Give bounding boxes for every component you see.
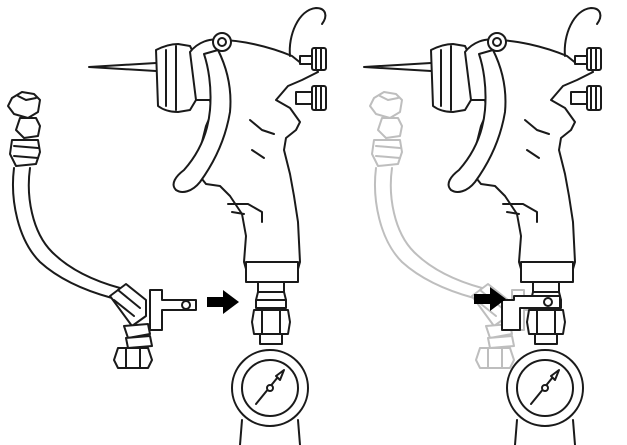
- step-2-panel: [364, 8, 601, 445]
- arrow-right-icon: [207, 290, 239, 314]
- bracket-attached: [501, 295, 561, 331]
- spray-gun: [89, 8, 326, 445]
- step-1-panel: [8, 8, 326, 445]
- spray-gun-attached: [364, 8, 601, 445]
- hose-detached: [8, 92, 196, 368]
